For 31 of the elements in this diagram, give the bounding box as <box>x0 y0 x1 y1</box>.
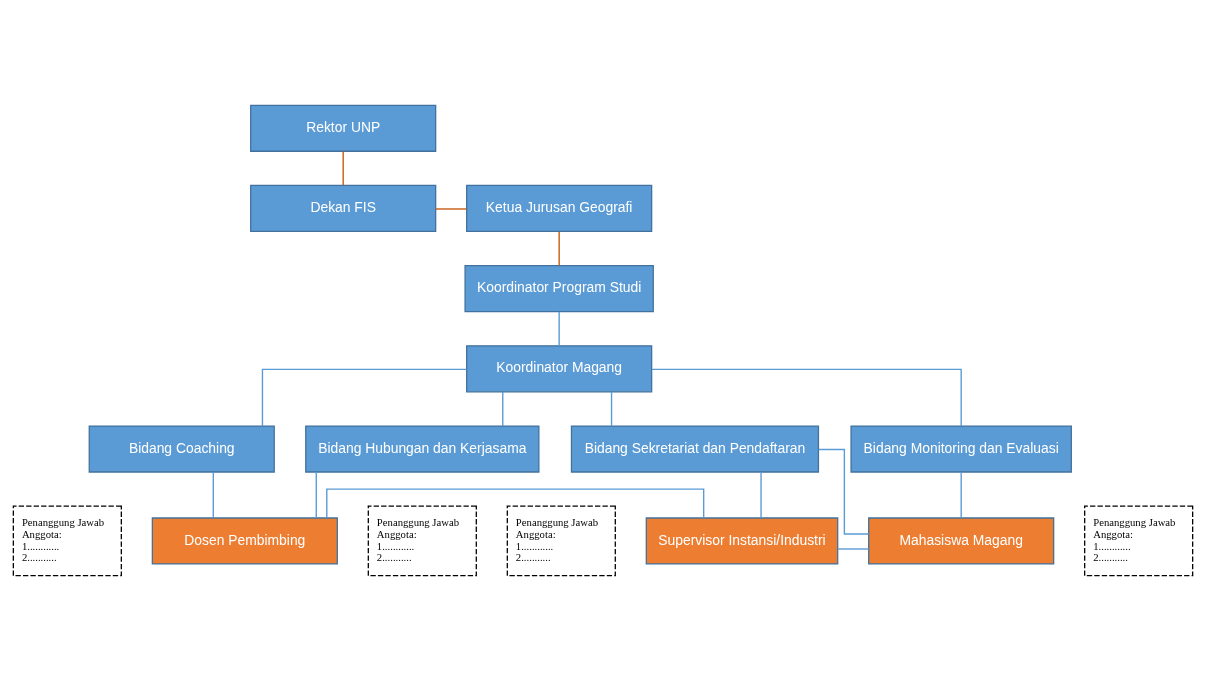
node-box: Bidang Sekretariat dan Pendaftaran <box>570 425 820 473</box>
connector <box>558 311 560 347</box>
connector <box>610 391 613 427</box>
node-box: Penanggung Jawab Anggota: 1............ 2........... <box>506 505 616 577</box>
node-box: Mahasiswa Magang <box>868 517 1055 565</box>
connector <box>326 488 705 519</box>
connector <box>960 471 962 519</box>
node-box: Koordinator Magang <box>466 345 653 393</box>
node-box: Dosen Pembimbing <box>151 517 338 565</box>
node-box: Penanggung Jawab Anggota: 1............ 2........... <box>12 505 122 577</box>
connector <box>315 471 317 519</box>
connector <box>818 448 870 535</box>
node-box: Ketua Jurusan Geografi <box>466 184 653 233</box>
node-box: Dekan FIS <box>250 184 437 233</box>
connector <box>837 548 870 550</box>
node-box: Penanggung Jawab Anggota: 1............ 2........... <box>367 505 477 577</box>
connector <box>651 368 962 427</box>
connector <box>558 230 560 267</box>
node-box: Bidang Monitoring dan Evaluasi <box>850 425 1072 473</box>
connector <box>435 208 468 210</box>
node-box: Koordinator Program Studi <box>464 265 654 313</box>
connector <box>342 150 344 186</box>
connector <box>760 471 762 519</box>
node-box: Supervisor Instansi/Industri <box>645 517 839 565</box>
node-box: Bidang Coaching <box>88 425 275 473</box>
connector <box>502 391 504 427</box>
node-box: Bidang Hubungan dan Kerjasama <box>305 425 540 473</box>
connector <box>212 471 214 519</box>
connector <box>261 368 468 427</box>
node-box: Penanggung Jawab Anggota: 1............ 2........... <box>1084 505 1194 577</box>
node-box: Rektor UNP <box>250 104 437 152</box>
